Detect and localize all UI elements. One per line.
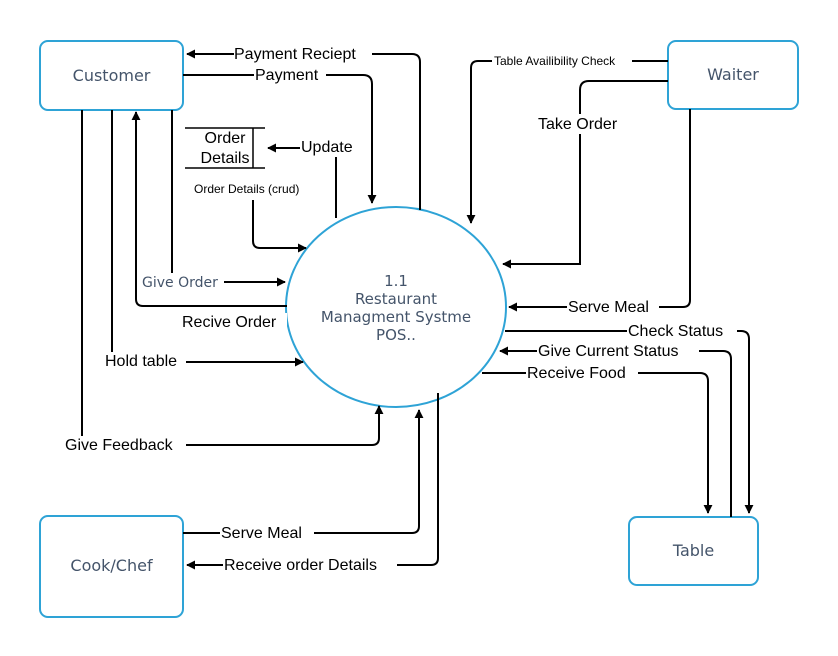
process-name-line2: Managment Systme <box>321 308 471 326</box>
flow-label-order-details-crud: Order Details (crud) <box>194 182 299 196</box>
flow-label-give-current-status: Give Current Status <box>538 343 679 360</box>
flow-give-current-status <box>499 346 732 517</box>
entity-waiter[interactable]: Waiter <box>667 40 799 110</box>
flow-serve-meal-waiter <box>508 109 691 312</box>
entity-customer-label: Customer <box>73 66 151 85</box>
flow-label-update: Update <box>301 139 353 156</box>
flow-payment-receipt <box>186 49 421 210</box>
flow-label-give-order: Give Order <box>142 275 218 291</box>
flow-label-serve-meal-cook: Serve Meal <box>221 525 302 542</box>
flow-take-order <box>502 80 668 269</box>
process-name-line3: POS.. <box>376 326 416 344</box>
flow-label-serve-meal-waiter: Serve Meal <box>568 299 649 316</box>
flow-label-hold-table: Hold table <box>105 353 177 370</box>
flow-give-feedback <box>81 110 384 446</box>
process-pos[interactable]: 1.1 Restaurant Managment Systme POS.. <box>285 206 507 408</box>
flow-serve-meal-cook <box>183 409 424 534</box>
flow-table-check <box>466 60 668 224</box>
entity-cook[interactable]: Cook/Chef <box>39 515 184 618</box>
flow-label-payment-receipt: Payment Reciept <box>234 46 356 63</box>
flow-order-details-crud <box>252 200 307 253</box>
flow-label-recive-order: Recive Order <box>182 314 277 331</box>
flow-label-table-check: Table Availibility Check <box>494 54 616 68</box>
entity-waiter-label: Waiter <box>707 65 759 84</box>
entity-cook-label: Cook/Chef <box>70 556 153 575</box>
flow-receive-food <box>482 372 713 514</box>
flow-label-receive-order-details: Receive order Details <box>224 557 377 574</box>
flow-check-status <box>505 330 754 514</box>
flow-label-check-status: Check Status <box>628 323 723 340</box>
entity-table[interactable]: Table <box>628 516 759 586</box>
flow-receive-order-details <box>186 393 439 570</box>
flow-label-payment: Payment <box>255 67 319 84</box>
flow-label-give-feedback: Give Feedback <box>65 437 174 454</box>
process-number: 1.1 <box>384 272 408 290</box>
process-name-line1: Restaurant <box>355 290 437 308</box>
datastore-label-line2: Details <box>201 150 250 167</box>
datastore-order-details[interactable]: Order Details <box>185 127 265 169</box>
flow-payment <box>183 74 377 204</box>
flow-label-take-order: Take Order <box>538 116 618 133</box>
flow-label-receive-food: Receive Food <box>527 365 626 382</box>
entity-table-label: Table <box>672 541 714 560</box>
flow-recive-order <box>131 111 287 307</box>
entity-customer[interactable]: Customer <box>39 40 184 111</box>
datastore-label-line1: Order <box>205 130 247 147</box>
